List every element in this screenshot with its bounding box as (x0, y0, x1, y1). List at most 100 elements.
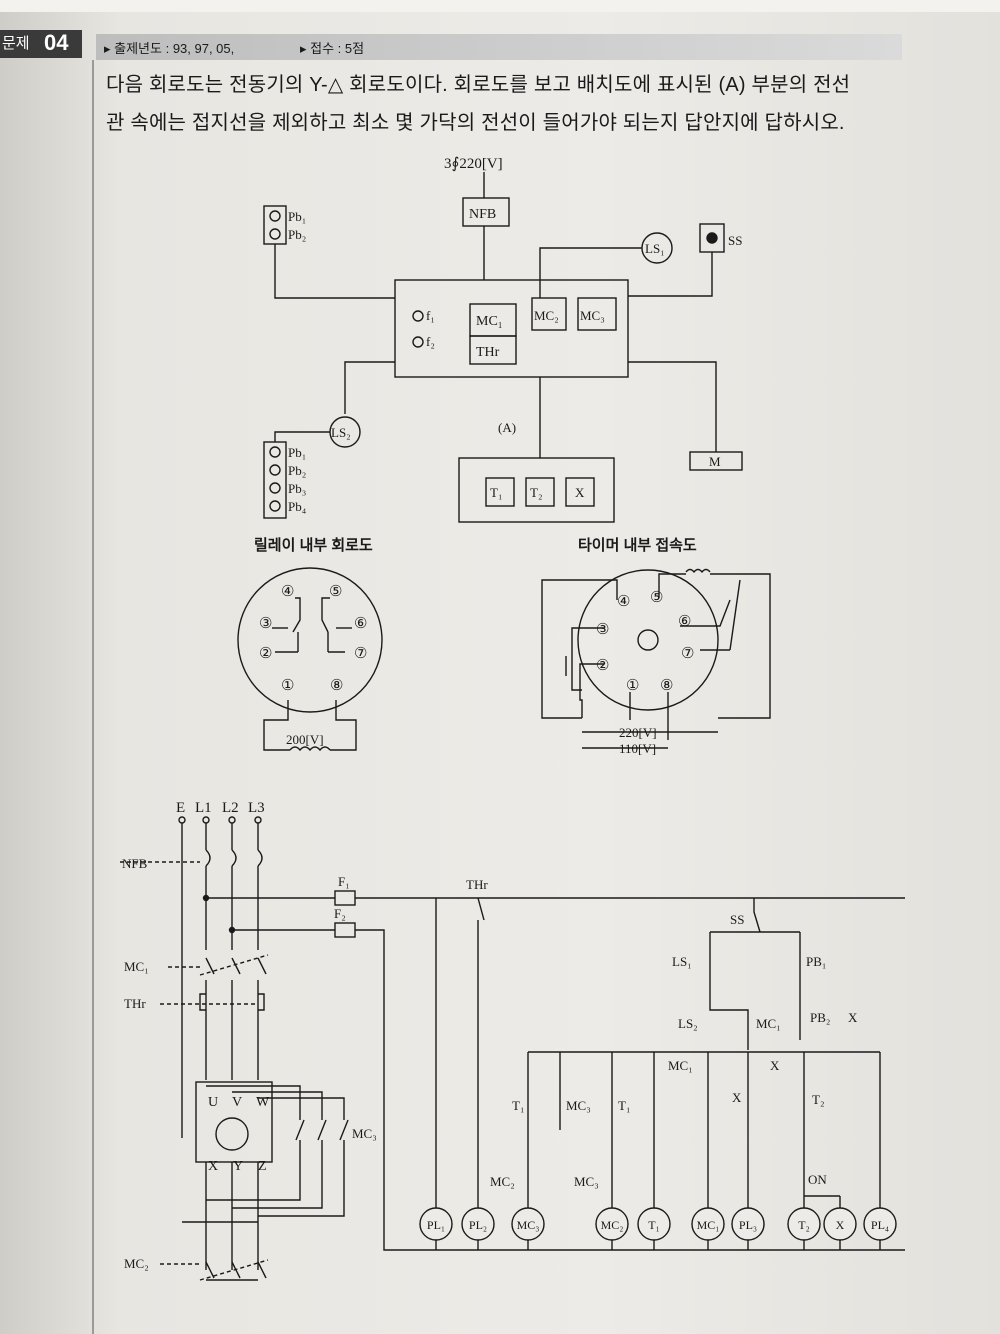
mc2-label: MC₂ (534, 308, 559, 323)
ls2-label: LS₂ (331, 425, 351, 440)
f1-ckt-label: F₁ (338, 874, 350, 889)
pb-bottom-box (263, 441, 287, 519)
supply-label: 3∮220[V] (444, 156, 503, 172)
load-label-9: PL₄ (871, 1218, 889, 1232)
pb-bottom-4: Pb₄ (288, 499, 307, 514)
timer-diagram: ① ② ③ ④ ⑤ ⑥ ⑦ ⑧ 220[V] 110[V] (541, 568, 771, 756)
load-label-1: PL₂ (469, 1218, 487, 1232)
motor-z: Z (258, 1159, 267, 1174)
relay-pin-6: ⑥ (354, 616, 367, 632)
motor-v: V (232, 1095, 242, 1110)
question-header-bar (96, 34, 902, 60)
timer-pin-6: ⑥ (678, 614, 691, 630)
badge-number: 04 (44, 30, 69, 55)
mc2-ckt-label: MC₂ (124, 1256, 149, 1271)
f2-label: f₂ (426, 334, 435, 349)
pb1-ckt-label: PB₁ (806, 954, 826, 969)
score: ▸ 접수 : 5점 (300, 41, 365, 56)
badge-label: 문제 (2, 35, 30, 52)
relay-title: 릴레이 내부 회로도 (254, 537, 373, 554)
question-badge: 문제 04 (0, 30, 82, 58)
timer-pin-3: ③ (596, 622, 609, 638)
mc3-interlock-label: MC₃ (574, 1174, 599, 1189)
mc1-label: MC₁ (476, 314, 503, 329)
timer-pin-1: ① (626, 678, 639, 694)
timer-220v: 220[V] (619, 725, 657, 740)
timer-pin-4: ④ (617, 594, 630, 610)
ls2-ckt-label: LS₂ (678, 1016, 698, 1031)
exam-years: ▸ 출제년도 : 93, 97, 05, (104, 41, 235, 56)
load-label-3: MC₂ (601, 1218, 624, 1232)
load-label-7: T₂ (798, 1218, 810, 1232)
relay-pin-2: ② (259, 646, 272, 662)
nfb-label: NFB (469, 207, 496, 222)
motor-x: X (208, 1159, 218, 1174)
relay-pin-4: ④ (281, 584, 294, 600)
marker-a: (A) (498, 420, 516, 435)
question-line-2: 관 속에는 접지선을 제외하고 최소 몇 가닥의 전선이 들어가야 되는지 답안… (106, 112, 845, 134)
nfb-ckt-label: NFB (122, 856, 148, 871)
timer-110v: 110[V] (619, 741, 656, 756)
mc1-ckt-label: MC₁ (124, 959, 149, 974)
motor-symbol (215, 1117, 249, 1151)
thr-label: THr (476, 345, 500, 360)
timer-socket (577, 569, 719, 711)
load-label-0: PL₁ (427, 1218, 445, 1232)
timer-relay-box (458, 457, 615, 523)
relay-pin-5: ⑤ (329, 584, 342, 600)
load-label-6: PL₃ (739, 1218, 757, 1232)
pb-bottom-2: Pb₂ (288, 463, 306, 478)
motor-label: M (709, 454, 721, 469)
motor-box (689, 451, 743, 471)
mc3-contact-label: MC₃ (566, 1098, 591, 1113)
timer-pin-2: ② (596, 658, 609, 674)
motor-u: U (208, 1095, 218, 1110)
mc3-box (577, 297, 617, 331)
ss-label: SS (728, 233, 742, 248)
pb2-ckt-label: PB₂ (810, 1010, 830, 1025)
t1-label: T₁ (490, 485, 502, 500)
x-contact-label: X (848, 1010, 858, 1025)
mc3-ckt-label: MC₃ (352, 1126, 377, 1141)
relay-pin-1: ① (281, 678, 294, 694)
control-panel-box (394, 279, 629, 378)
ss-ckt-label: SS (730, 912, 744, 927)
t1-contact-label: T₁ (512, 1098, 524, 1113)
mc1-contact-label: MC₁ (756, 1016, 781, 1031)
timer-title: 타이머 내부 접속도 (578, 537, 697, 554)
pb-bottom-1: Pb₁ (288, 445, 306, 460)
mc1-ic-label: MC₁ (668, 1058, 693, 1073)
t2-contact-label: T₂ (812, 1092, 824, 1107)
motor-y: Y (233, 1159, 243, 1174)
margin-rule (92, 60, 94, 1334)
ls1-label: LS₁ (645, 241, 665, 256)
question-line-1: 다음 회로도는 전동기의 Y-△ 회로도이다. 회로도를 보고 배치도에 표시된… (106, 74, 851, 96)
load-label-8: X (836, 1218, 845, 1232)
timer-pin-5: ⑤ (650, 590, 663, 606)
t2-label: T₂ (530, 485, 542, 500)
pb-top-1: Pb₁ (288, 209, 306, 224)
x-label: X (575, 485, 585, 500)
mc2-box (531, 297, 567, 331)
ls1-ckt-label: LS₁ (672, 954, 692, 969)
thr-ctrl-label: THr (466, 877, 488, 892)
main-circuit: E L1 L2 L3 NFB MC₁ THr U V W X (120, 800, 905, 1281)
relay-pin-8: ⑧ (330, 678, 343, 694)
relay-socket (237, 567, 383, 713)
load-label-4: T₁ (648, 1218, 660, 1232)
motor-w: W (256, 1095, 270, 1110)
x-contact2-label: X (732, 1090, 742, 1105)
page-top-strip (0, 0, 1000, 12)
relay-pin-3: ③ (259, 616, 272, 632)
relay-diagram: ① ② ③ ④ ⑤ ⑥ ⑦ ⑧ 200[V] (237, 567, 383, 752)
relay-coil-voltage: 200[V] (286, 732, 324, 747)
f1-label: f₁ (426, 308, 435, 323)
x-ic-label: X (770, 1058, 780, 1073)
mc3-label: MC₃ (580, 308, 605, 323)
pb-bottom-3: Pb₃ (288, 481, 306, 496)
mc2-interlock-label: MC₂ (490, 1174, 515, 1189)
mains-l2: L2 (222, 800, 239, 816)
thr-ckt-label: THr (124, 996, 146, 1011)
nfb-box (462, 197, 510, 227)
